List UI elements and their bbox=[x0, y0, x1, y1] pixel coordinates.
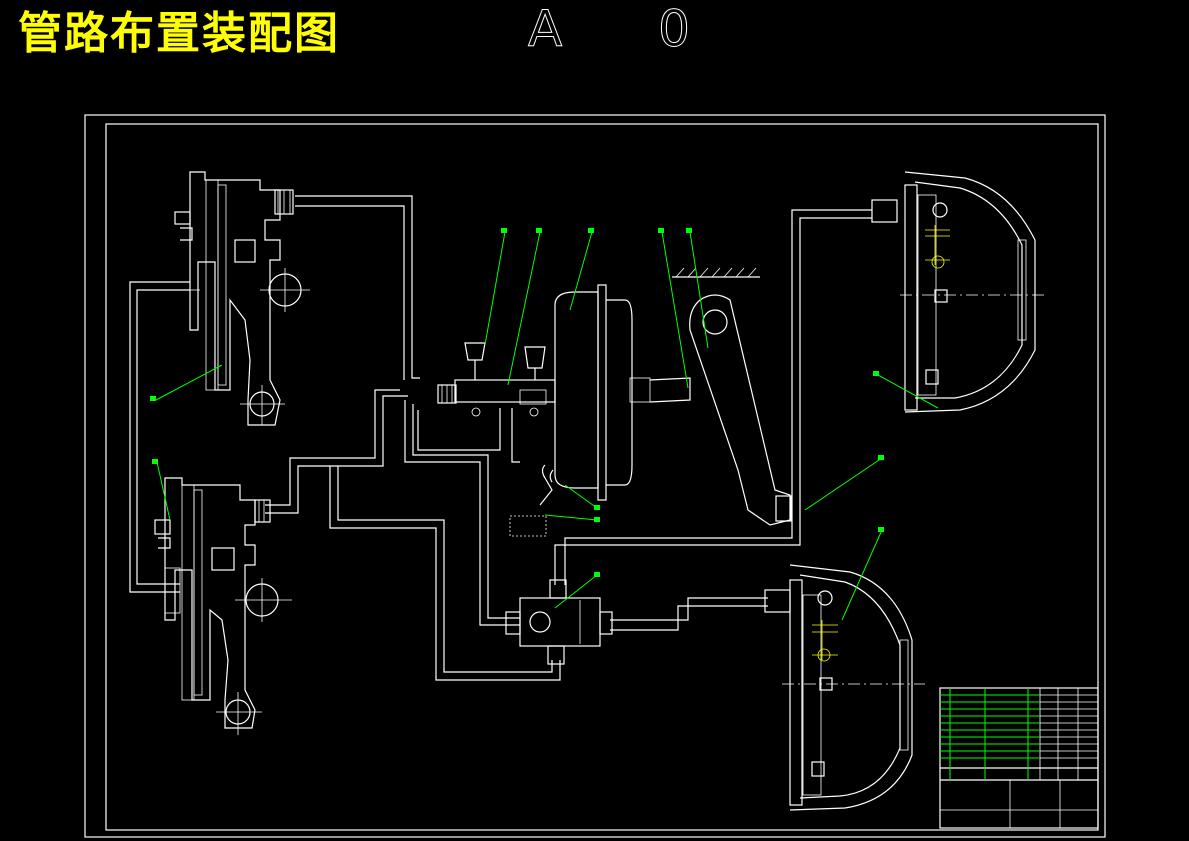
rear-left-brake bbox=[154, 477, 292, 735]
front-left-brake bbox=[168, 171, 310, 426]
sheet-size-label: A 0 bbox=[528, 0, 730, 58]
proportioning-valve bbox=[505, 579, 613, 665]
master-cylinder-booster bbox=[437, 284, 691, 506]
inner-frame bbox=[105, 123, 1099, 831]
outer-frame bbox=[84, 114, 1106, 838]
rear-right-brake bbox=[764, 564, 925, 811]
part-leaders bbox=[150, 228, 939, 621]
title-block bbox=[939, 687, 1099, 829]
brake-pipes bbox=[129, 195, 872, 681]
drawing-title: 管路布置装配图 bbox=[18, 8, 340, 59]
brake-pedal bbox=[672, 267, 792, 526]
front-right-brake bbox=[871, 171, 1045, 413]
